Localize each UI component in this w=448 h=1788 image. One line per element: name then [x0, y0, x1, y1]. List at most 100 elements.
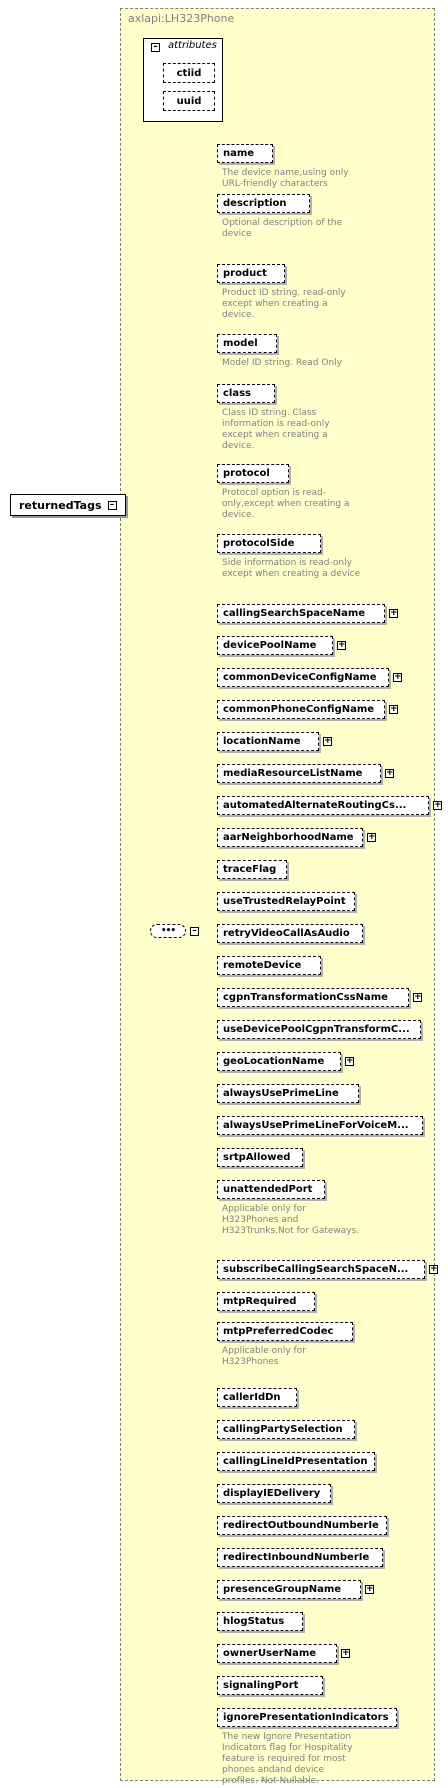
- attribute-uuid[interactable]: uuid: [163, 91, 215, 111]
- element-locationname[interactable]: locationName: [217, 732, 319, 751]
- element-label: locationName: [223, 736, 301, 747]
- expand-toggle[interactable]: +: [345, 1056, 354, 1066]
- expand-toggle[interactable]: +: [429, 1264, 438, 1274]
- element-signalingport[interactable]: signalingPort: [217, 1676, 323, 1695]
- element-documentation: Protocol option is read-only,except when…: [222, 488, 350, 520]
- element-label: displayIEDelivery: [223, 1488, 321, 1499]
- element-label: callingLineIdPresentation: [223, 1456, 368, 1467]
- sequence-compositor[interactable]: •••: [150, 924, 186, 938]
- element-documentation: Applicable only for H323Phones: [222, 1346, 306, 1367]
- expand-toggle[interactable]: +: [433, 800, 442, 810]
- element-label: alwaysUsePrimeLineForVoiceM...: [223, 1120, 409, 1131]
- attribute-ctiid[interactable]: ctiid: [163, 63, 215, 83]
- element-ignorepresentationindicators[interactable]: ignorePresentationIndicators: [217, 1708, 397, 1727]
- root-collapse-toggle[interactable]: –: [107, 500, 117, 510]
- element-label: callerIdDn: [223, 1392, 281, 1403]
- element-devicepoolname[interactable]: devicePoolName: [217, 636, 333, 655]
- element-label: devicePoolName: [223, 640, 317, 651]
- element-protocol[interactable]: protocol: [217, 464, 289, 483]
- element-mtprequired[interactable]: mtpRequired: [217, 1292, 315, 1311]
- element-documentation: The new Ignore Presentation Indicators f…: [222, 1732, 353, 1786]
- element-callingpartyselection[interactable]: callingPartySelection: [217, 1420, 355, 1439]
- root-element-returnedTags[interactable]: returnedTags –: [10, 494, 126, 516]
- element-label: callingPartySelection: [223, 1424, 343, 1435]
- element-product[interactable]: product: [217, 264, 285, 283]
- element-remotedevice[interactable]: remoteDevice: [217, 956, 321, 975]
- element-label: srtpAllowed: [223, 1152, 291, 1163]
- element-mtppreferredcodec[interactable]: mtpPreferredCodec: [217, 1322, 353, 1341]
- expand-toggle[interactable]: +: [393, 672, 402, 682]
- element-displayiedelivery[interactable]: displayIEDelivery: [217, 1484, 331, 1503]
- element-subscribecallingsearchspacen[interactable]: subscribeCallingSearchSpaceN...: [217, 1260, 425, 1279]
- element-label: product: [223, 268, 267, 279]
- element-class[interactable]: class: [217, 384, 275, 403]
- element-label: protocol: [223, 468, 270, 479]
- expand-toggle[interactable]: +: [385, 768, 394, 778]
- sequence-dots-icon: •••: [160, 926, 176, 936]
- element-calleriddn[interactable]: callerIdDn: [217, 1388, 297, 1407]
- element-traceflag[interactable]: traceFlag: [217, 860, 287, 879]
- expand-toggle[interactable]: +: [413, 992, 422, 1002]
- element-usedevicepoolcgpntransformc[interactable]: useDevicePoolCgpnTransformC...: [217, 1020, 421, 1039]
- element-srtpallowed[interactable]: srtpAllowed: [217, 1148, 303, 1167]
- element-label: model: [223, 338, 258, 349]
- element-label: description: [223, 198, 287, 209]
- element-documentation: The device name,using only URL-friendly …: [222, 168, 349, 189]
- element-label: traceFlag: [223, 864, 277, 875]
- element-retryvideocallasaudio[interactable]: retryVideoCallAsAudio: [217, 924, 363, 943]
- element-usetrustedrelaypoint[interactable]: useTrustedRelayPoint: [217, 892, 355, 911]
- element-automatedalternateroutingcs[interactable]: automatedAlternateRoutingCs...: [217, 796, 429, 815]
- element-alwaysuseprimelineforvoicem[interactable]: alwaysUsePrimeLineForVoiceM...: [217, 1116, 423, 1135]
- element-label: class: [223, 388, 252, 399]
- element-alwaysuseprimeline[interactable]: alwaysUsePrimeLine: [217, 1084, 359, 1103]
- expand-toggle[interactable]: +: [389, 608, 398, 618]
- element-mediaresourcelistname[interactable]: mediaResourceListName: [217, 764, 381, 783]
- element-model[interactable]: model: [217, 334, 277, 353]
- attributes-heading: attributes: [168, 40, 217, 51]
- element-label: useTrustedRelayPoint: [223, 896, 346, 907]
- element-label: unattendedPort: [223, 1184, 313, 1195]
- expand-toggle[interactable]: +: [365, 1584, 374, 1594]
- element-ownerusername[interactable]: ownerUserName: [217, 1644, 337, 1663]
- element-label: alwaysUsePrimeLine: [223, 1088, 339, 1099]
- expand-toggle[interactable]: +: [323, 736, 332, 746]
- element-documentation: Applicable only for H323Phones and H323T…: [222, 1204, 360, 1236]
- element-label: mediaResourceListName: [223, 768, 363, 779]
- element-label: geoLocationName: [223, 1056, 325, 1067]
- expand-toggle[interactable]: +: [389, 704, 398, 714]
- expand-toggle[interactable]: +: [337, 640, 346, 650]
- element-redirectinboundnumberie[interactable]: redirectInboundNumberIe: [217, 1548, 383, 1567]
- element-label: redirectOutboundNumberIe: [223, 1520, 379, 1531]
- root-element-label: returnedTags: [19, 498, 102, 512]
- element-redirectoutboundnumberie[interactable]: redirectOutboundNumberIe: [217, 1516, 387, 1535]
- element-protocolside[interactable]: protocolSide: [217, 534, 321, 553]
- element-callinglineidpresentation[interactable]: callingLineIdPresentation: [217, 1452, 375, 1471]
- element-name[interactable]: name: [217, 144, 273, 163]
- element-cgpntransformationcssname[interactable]: cgpnTransformationCssName: [217, 988, 409, 1007]
- element-label: remoteDevice: [223, 960, 302, 971]
- element-commonphoneconfigname[interactable]: commonPhoneConfigName: [217, 700, 385, 719]
- element-label: protocolSide: [223, 538, 295, 549]
- expand-toggle[interactable]: +: [367, 832, 376, 842]
- element-documentation: Side information is read-only except whe…: [222, 558, 361, 579]
- element-documentation: Product ID string. read-only except when…: [222, 288, 346, 320]
- element-label: subscribeCallingSearchSpaceN...: [223, 1264, 409, 1275]
- element-callingsearchspacename[interactable]: callingSearchSpaceName: [217, 604, 385, 623]
- element-description[interactable]: description: [217, 194, 310, 213]
- element-presencegroupname[interactable]: presenceGroupName: [217, 1580, 361, 1599]
- element-unattendedport[interactable]: unattendedPort: [217, 1180, 325, 1199]
- sequence-collapse-toggle[interactable]: –: [190, 927, 199, 936]
- element-documentation: Model ID string. Read Only: [222, 358, 342, 368]
- expand-toggle[interactable]: +: [341, 1648, 350, 1658]
- element-commondeviceconfigname[interactable]: commonDeviceConfigName: [217, 668, 389, 687]
- element-label: ownerUserName: [223, 1648, 317, 1659]
- element-geolocationname[interactable]: geoLocationName: [217, 1052, 341, 1071]
- element-aarneighborhoodname[interactable]: aarNeighborhoodName: [217, 828, 363, 847]
- attributes-collapse-toggle[interactable]: –: [151, 43, 160, 52]
- element-label: redirectInboundNumberIe: [223, 1552, 370, 1563]
- element-documentation: Class ID string. Class information is re…: [222, 408, 330, 451]
- element-label: presenceGroupName: [223, 1584, 342, 1595]
- element-hlogstatus[interactable]: hlogStatus: [217, 1612, 303, 1631]
- complex-type-title: axlapi:LH323Phone: [128, 12, 235, 25]
- element-label: hlogStatus: [223, 1616, 285, 1627]
